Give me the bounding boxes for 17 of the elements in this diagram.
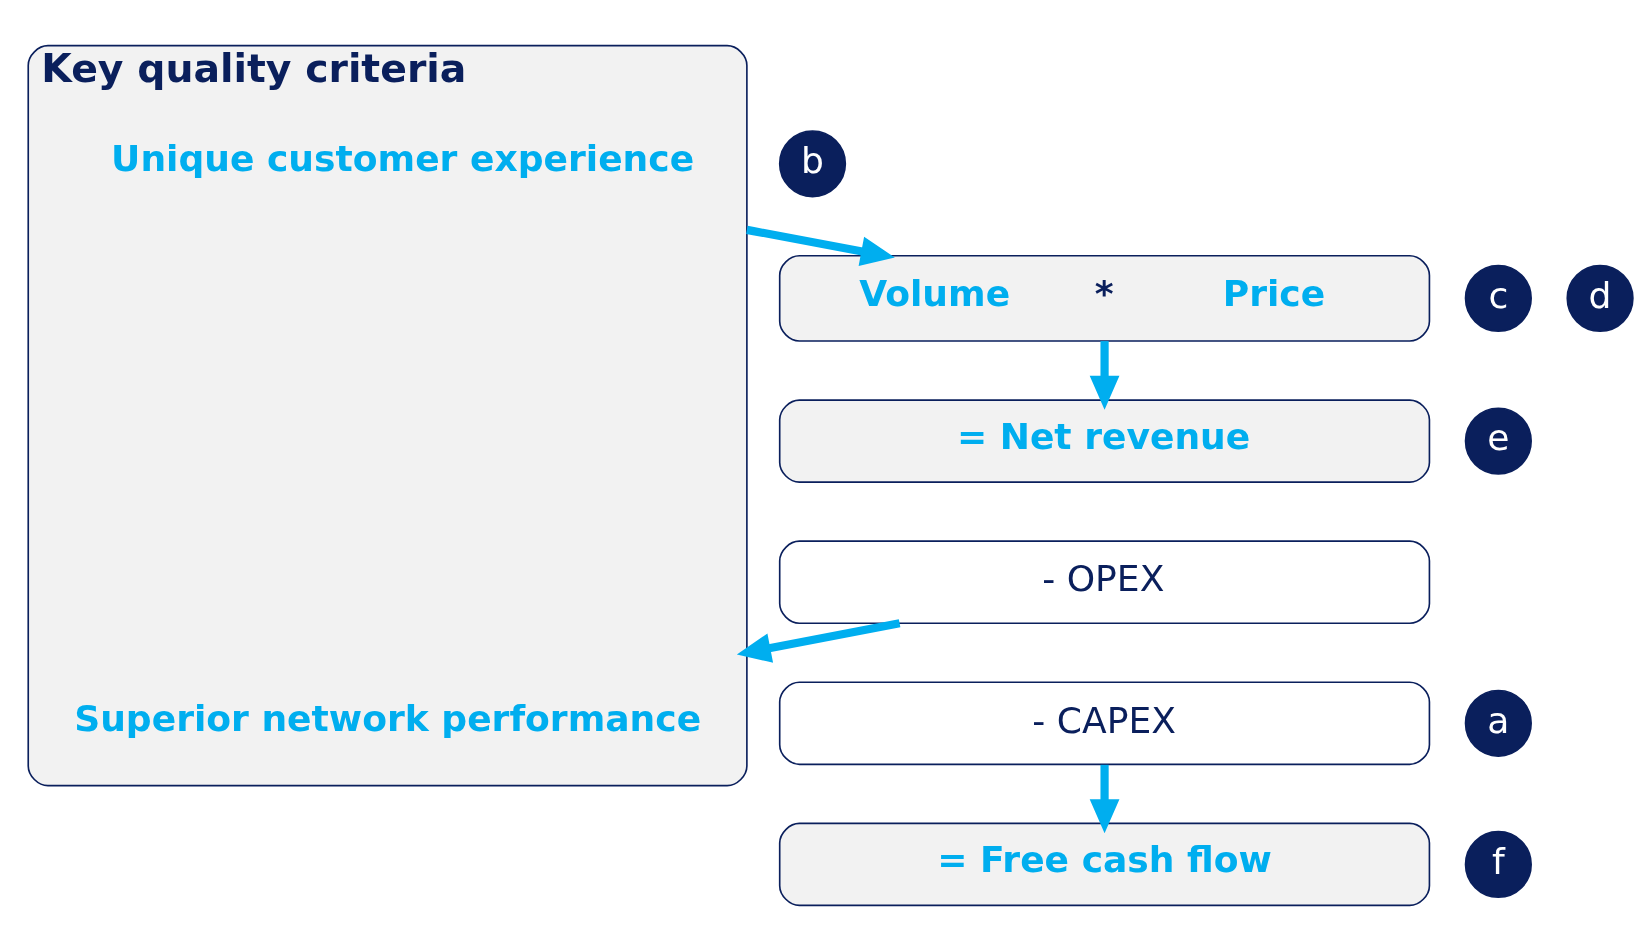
node-circle: a [1464, 689, 1532, 757]
node-circle: e [1464, 407, 1532, 475]
arrow [736, 619, 901, 663]
arrow [746, 225, 895, 266]
node-box: = Free cash flow [778, 822, 1431, 907]
node-box: - CAPEX [778, 681, 1431, 766]
node-box: = Net revenue [778, 399, 1431, 483]
node-circle: c [1464, 264, 1532, 332]
node-circle: f [1464, 830, 1532, 899]
arrow [1089, 764, 1120, 834]
node-text: Superior network performance [74, 697, 702, 740]
node-text: Unique customer experience [111, 138, 695, 181]
node-circle: b [778, 130, 847, 198]
node-box: Volume * Price [778, 254, 1431, 342]
node-circle: d [1566, 264, 1634, 332]
node-box: - OPEX [778, 540, 1431, 625]
arrow [1089, 341, 1120, 410]
